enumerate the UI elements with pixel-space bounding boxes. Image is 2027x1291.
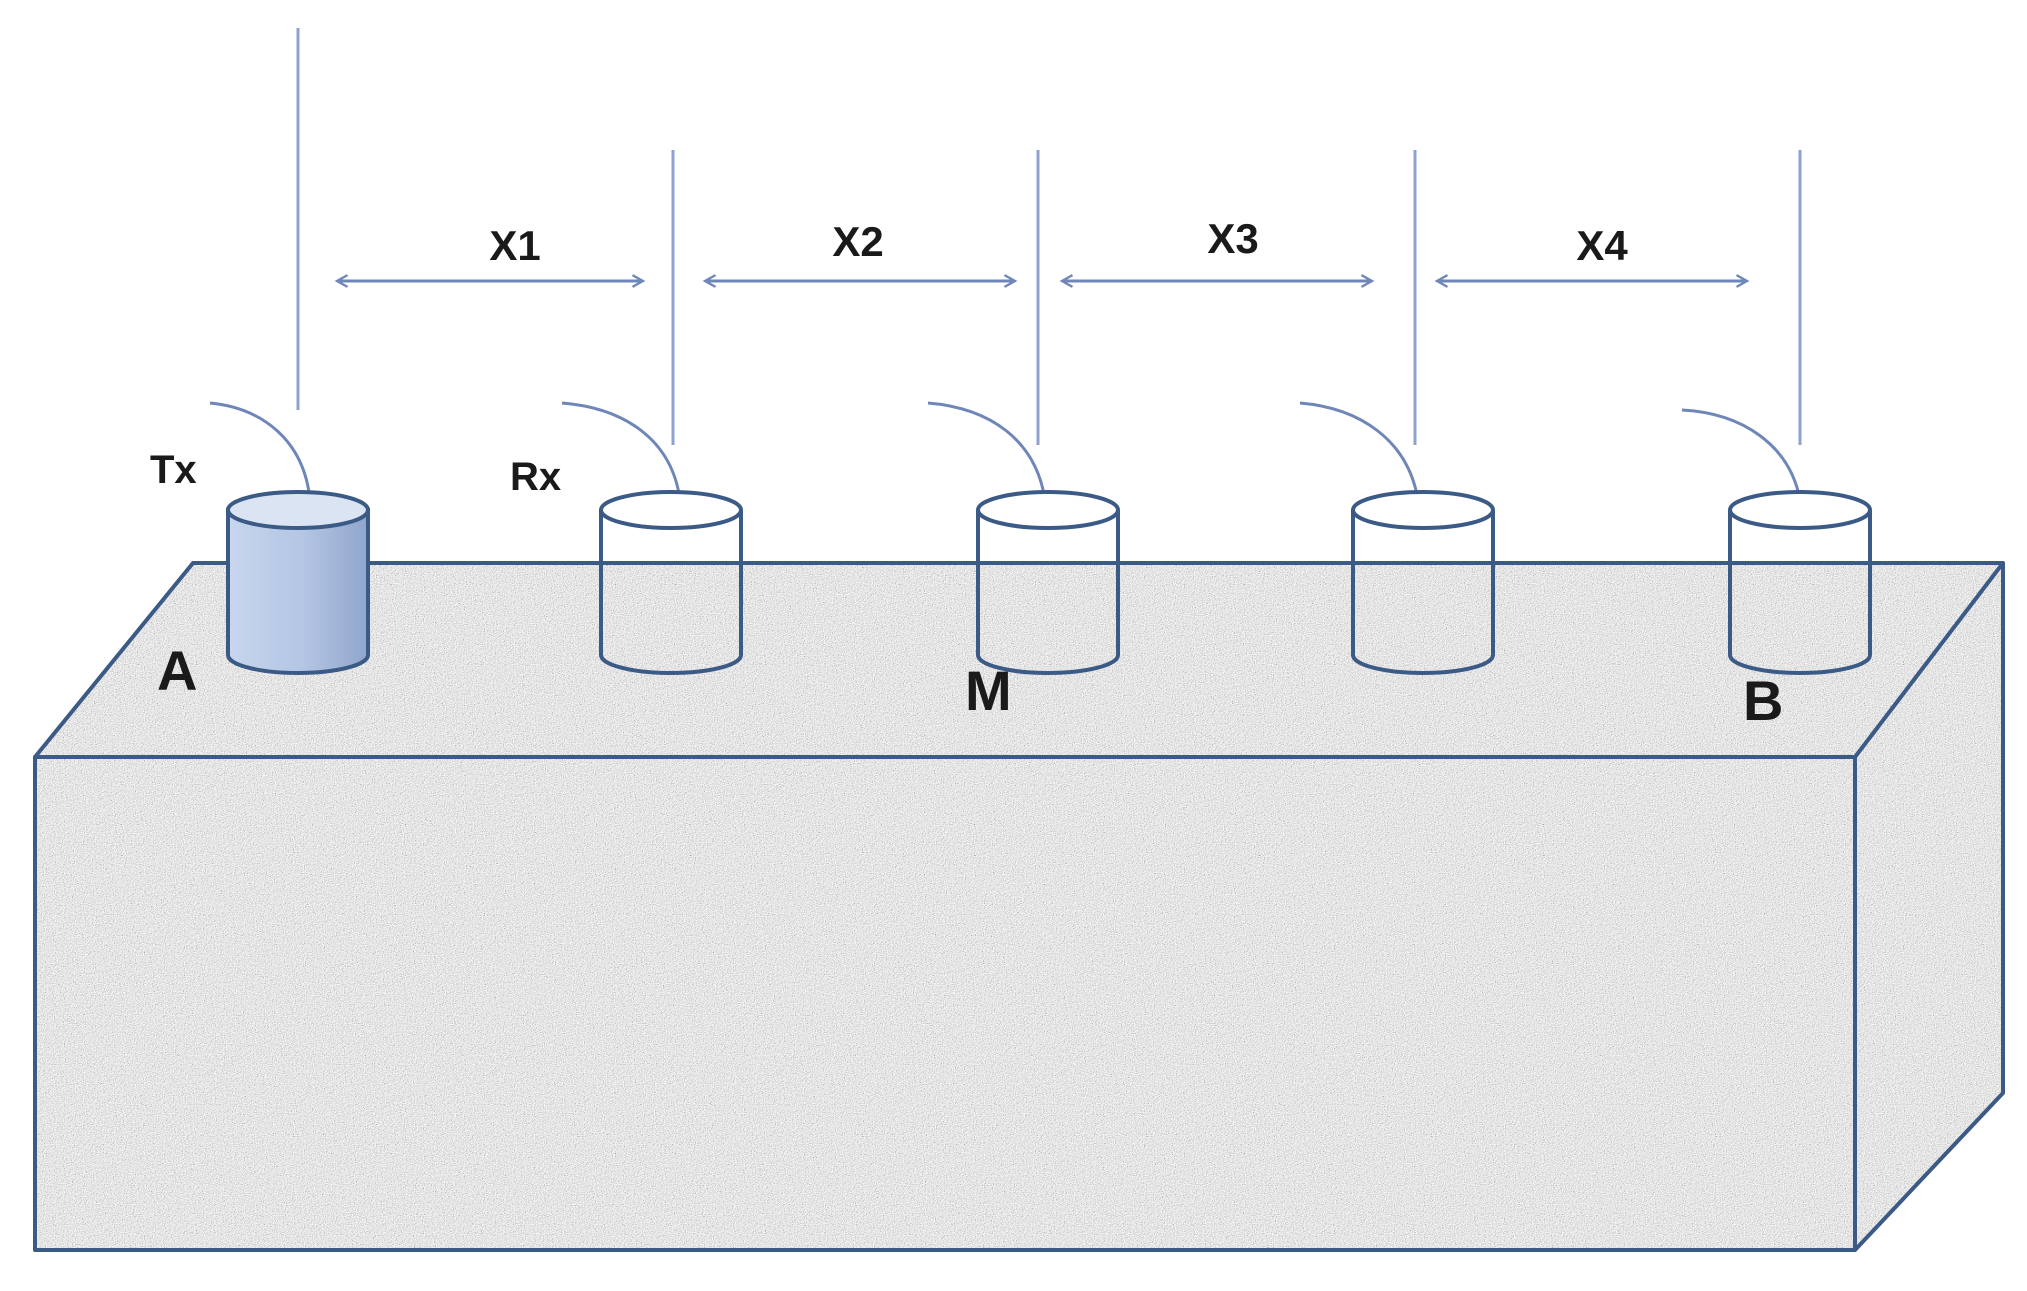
transmitter-cable <box>209 401 312 501</box>
receiver-body <box>599 510 743 675</box>
receiver-top <box>599 490 743 530</box>
transmitter-sensor <box>209 401 370 675</box>
receiver-body <box>976 510 1120 675</box>
receiver-body <box>1728 510 1872 675</box>
receiver-cable <box>927 401 1047 501</box>
receiver-top <box>976 490 1120 530</box>
receiver-sensor <box>1681 408 1872 675</box>
receiver-top <box>1351 490 1495 530</box>
spacing-label-x2: X2 <box>832 218 883 265</box>
point-label-m: M <box>965 659 1012 722</box>
block-top-face <box>35 563 2003 757</box>
block-front-edge <box>33 755 1857 1252</box>
receiver-sensor <box>561 401 743 675</box>
spacing-label-x4: X4 <box>1576 222 1628 269</box>
transmitter-body <box>226 508 370 675</box>
transmitter-label: Tx <box>150 448 197 492</box>
block-top-edge <box>33 561 2005 759</box>
receiver-sensor <box>1299 401 1495 675</box>
block-side-face <box>1855 563 2003 1250</box>
receiver-top <box>1728 490 1872 530</box>
transmitter-top <box>226 490 370 530</box>
guide-lines <box>296 28 1802 445</box>
spacing-label-x1: X1 <box>489 222 540 269</box>
receiver-label: Rx <box>510 455 561 499</box>
block-side-edge <box>1853 563 2005 1252</box>
block-front-face <box>35 757 1855 1250</box>
spacing-label-x3: X3 <box>1207 215 1258 262</box>
point-label-b: B <box>1743 669 1783 732</box>
receiver-body <box>1351 510 1495 675</box>
concrete-block <box>33 561 2005 1252</box>
receiver-sensor <box>927 401 1120 675</box>
receiver-cable <box>561 401 682 501</box>
receiver-cable <box>1681 408 1802 501</box>
point-label-a: A <box>157 639 197 702</box>
receiver-cable <box>1299 401 1420 501</box>
